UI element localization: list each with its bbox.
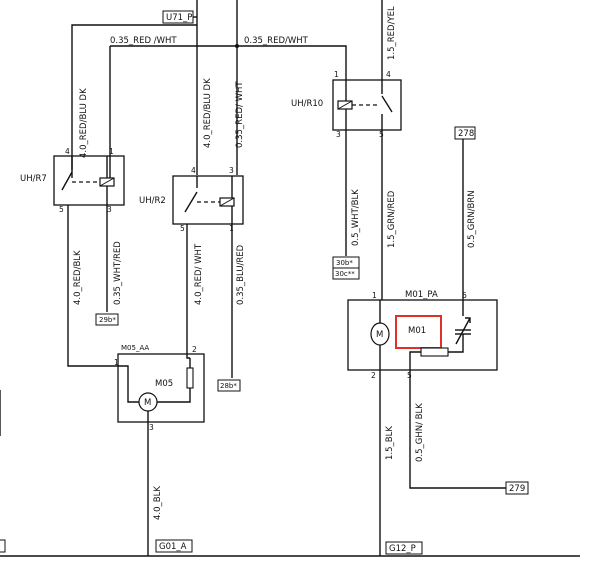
connector-28b-label: 28b* xyxy=(220,382,237,390)
wire-red-wht-4 xyxy=(186,224,190,359)
r7-coil-mark xyxy=(99,177,115,187)
wire-label-wht-blk: 0.5_WHT/BLK xyxy=(351,189,361,246)
pin-m05-1: 1 xyxy=(114,358,119,367)
pin-m05-3: 3 xyxy=(149,423,154,432)
wire-ghn-blk xyxy=(409,370,506,489)
pin-r2-5: 5 xyxy=(180,224,185,233)
wire-label-wht-red: 0.35_WHT/RED xyxy=(113,241,123,305)
m05-resistor xyxy=(186,367,194,389)
relay-uhr10-label: UH/R10 xyxy=(291,99,323,109)
connector-279-label: 279 xyxy=(509,484,525,494)
pin-r2-3: 3 xyxy=(229,166,234,175)
connector-29b-box xyxy=(95,313,119,326)
m05-lead-1 xyxy=(118,365,139,403)
m01-resistor-lead xyxy=(409,351,421,370)
wire-label-ghn-blk: 0.5_GHN/ BLK xyxy=(415,403,425,462)
motor-m01-label: M01 xyxy=(408,326,426,336)
r2-switch-blade xyxy=(184,191,198,213)
wire-red-wht-top xyxy=(110,45,347,80)
wire-label-red-wht-v: 0.35_RED/ WHT xyxy=(235,81,245,148)
wire-label-top-right: 0.35_RED/WHT xyxy=(244,36,309,46)
wire-label-blu-red: 0.35_BLU/RED xyxy=(236,244,246,305)
motor-m05-label: M05 xyxy=(155,379,173,389)
relay-uhr7-label: UH/R7 xyxy=(20,174,47,184)
connector-30c-label: 30c** xyxy=(335,270,355,278)
motor-m01-box xyxy=(347,299,498,371)
m01-pot-arrowhead xyxy=(465,317,471,323)
pin-r2-4: 4 xyxy=(191,166,196,175)
pin-r7-5: 5 xyxy=(59,205,64,214)
wire-label-red-blu-dk-2: 4.0_RED/BLU DK xyxy=(203,78,213,148)
wire-label-red-yel: 1.5_RED/YEL xyxy=(387,6,397,60)
r10-switch-blade xyxy=(381,95,393,113)
motor-m01-glyph: M xyxy=(376,330,383,340)
m01-highlight-box xyxy=(395,315,442,349)
connector-g12p-label: G12_P xyxy=(389,544,416,554)
pin-m01-6: 6 xyxy=(462,291,467,300)
motor-m05a-label: M05_AA xyxy=(121,344,149,352)
m05-lead-2 xyxy=(157,388,191,403)
junction-dot xyxy=(235,44,239,48)
m01-resistor xyxy=(420,347,449,357)
connector-30b-label: 30b* xyxy=(336,259,353,267)
r10-coil-mark xyxy=(337,100,353,110)
pin-r10-1: 1 xyxy=(334,70,339,79)
m01-pot-lead-bottom xyxy=(448,334,464,353)
motor-m01pa-label: M01_PA xyxy=(405,290,438,300)
r2-coil-mark xyxy=(219,197,235,207)
pin-r7-1: 1 xyxy=(109,147,114,156)
m01-pot-arrow xyxy=(455,317,471,345)
wire-label-blk-15: 1.5_BLK xyxy=(385,426,395,460)
pin-m01-1: 1 xyxy=(372,291,377,300)
relay-uhr7 xyxy=(53,155,125,206)
relay-uhr2 xyxy=(172,175,244,225)
connector-30c-box xyxy=(332,267,360,280)
pin-r10-3: 3 xyxy=(336,130,341,139)
relay-uhr10 xyxy=(332,79,402,131)
connector-28b-box xyxy=(217,379,241,392)
relay-uhr2-label: UH/R2 xyxy=(139,196,166,206)
wire-label-red-blk: 4.0_RED/BLK xyxy=(73,250,83,305)
connector-g01a-label: G01_A xyxy=(159,542,187,552)
r7-switch-blade xyxy=(61,171,73,191)
wire-label-top-left: 0.35_RED /WHT xyxy=(110,36,177,46)
wire-label-blk-40: 4.0_BLK xyxy=(153,486,163,520)
pin-r7-3: 3 xyxy=(107,205,112,214)
connector-u71p-label: U71_P xyxy=(166,13,192,23)
wire-label-grn-brn: 0.5_GRN/BRN xyxy=(467,190,477,248)
wire-label-red-wht-4: 4.0_RED/ WHT xyxy=(194,243,204,305)
connector-278-label: 278 xyxy=(458,129,474,139)
wire-label-grn-red: 1.5_GRN/RED xyxy=(387,190,397,248)
pin-m01-2: 2 xyxy=(371,371,376,380)
edge-connector-fragment xyxy=(0,539,6,553)
connector-g12p-box xyxy=(385,541,423,555)
wire-red-blu-dk-1 xyxy=(71,24,197,178)
connector-279-box xyxy=(505,481,529,495)
connector-g01a-box xyxy=(155,539,193,553)
motor-m05-glyph: M xyxy=(144,398,151,408)
pin-r7-4: 4 xyxy=(65,147,70,156)
connector-29b-label: 29b* xyxy=(99,316,116,324)
wire-red-blk xyxy=(67,205,118,367)
wire-label-red-blu-dk-1: 4.0_RED/BLU DK xyxy=(79,88,89,158)
motor-m05-box xyxy=(117,353,205,423)
pin-r10-4: 4 xyxy=(386,70,391,79)
connector-278-box xyxy=(454,126,476,140)
pin-m05-2: 2 xyxy=(192,345,197,354)
